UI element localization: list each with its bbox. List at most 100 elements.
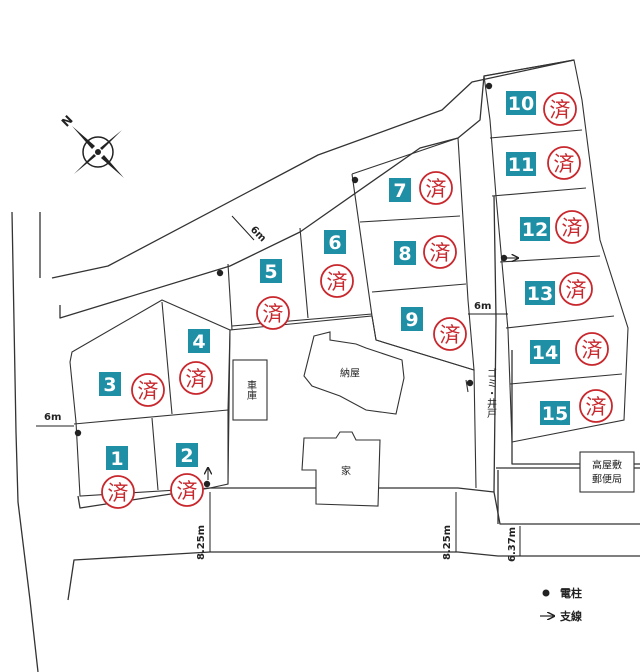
south-road-right-width: 6.37m (507, 527, 518, 562)
compass-icon: N (59, 113, 124, 178)
legend-guy-wire: 支線 (559, 609, 582, 623)
lot-line-5-bottom (231, 313, 373, 327)
lot-number: 3 (103, 374, 116, 396)
lot-number: 11 (508, 154, 534, 176)
lot-number: 6 (328, 232, 341, 254)
sold-stamp-text: 済 (566, 278, 587, 302)
storehouse-label: 納屋 (340, 367, 360, 380)
lot-number-badge: 13 (525, 281, 555, 305)
utility-pole (216, 269, 224, 277)
lot-line-1-2 (151, 417, 159, 491)
lot-number: 15 (542, 403, 568, 425)
lot-line-10-11 (489, 129, 583, 139)
sold-stamp: 済 (433, 317, 467, 351)
south-road-lower-edge (67, 551, 640, 601)
central-plot-outline (227, 315, 477, 489)
lot-line-3-1 (73, 409, 229, 425)
lot-number-badge: 11 (506, 152, 536, 176)
garbage-well-marker (465, 379, 469, 393)
lot-number-badge: 6 (324, 230, 346, 254)
utility-poles (74, 82, 508, 488)
lot-number-badge: 15 (540, 401, 570, 425)
sold-stamp-text: 済 (550, 98, 571, 122)
legend: 電柱 支線 (540, 586, 582, 623)
south-road-mid-width: 8.25m (442, 525, 453, 560)
lot-number-badge: 2 (176, 443, 198, 467)
sold-stamp: 済 (170, 473, 204, 507)
buildings: 車庫 納屋 家 高屋敷 郵便局 ゴミ・井戸 (232, 331, 635, 507)
sold-stamp: 済 (547, 146, 581, 180)
lot-number-badge: 9 (401, 307, 423, 331)
lot-number-badge: 14 (530, 340, 560, 364)
lot-line-6-7 (351, 173, 373, 317)
lot-number-badge: 4 (188, 329, 210, 353)
lot-number-badge: 3 (99, 372, 121, 396)
sold-stamp-text: 済 (186, 367, 207, 391)
sold-stamp-text: 済 (177, 479, 198, 503)
sold-stamp: 済 (419, 171, 453, 205)
lot-number: 14 (532, 342, 558, 364)
sold-stamp: 済 (256, 296, 290, 330)
sold-stamp-text: 済 (582, 338, 603, 362)
sold-stamp-text: 済 (426, 177, 447, 201)
lot-line-13-14 (505, 315, 615, 329)
sold-stamp-text: 済 (562, 216, 583, 240)
legend-utility-pole: 電柱 (560, 586, 582, 600)
east-road-width: 6m (474, 301, 491, 312)
garbage-well-label: ゴミ・井戸 (485, 367, 497, 419)
lot-number: 1 (110, 448, 123, 470)
lot-number-badge: 8 (394, 241, 416, 265)
sold-stamp-text: 済 (586, 395, 607, 419)
lot-line-3-4 (161, 301, 173, 415)
sold-stamp: 済 (579, 389, 613, 423)
utility-pole-legend-icon (542, 589, 550, 597)
lot-line-4-5 (227, 263, 233, 331)
house (301, 431, 381, 507)
lot-number-badge: 12 (520, 217, 550, 241)
sold-stamp-text: 済 (138, 379, 159, 403)
north-road-width: 6m (248, 224, 268, 244)
sold-stamp-text: 済 (430, 241, 451, 265)
lot-number: 5 (264, 261, 277, 283)
lot-line-11-12 (491, 187, 587, 197)
south-road-upper-edge (77, 487, 640, 525)
utility-pole (203, 480, 211, 488)
lot-number-badge: 10 (506, 91, 536, 115)
east-lots-outline (483, 59, 629, 443)
lot-number-badge: 5 (260, 259, 282, 283)
lot-line-8-9 (371, 283, 467, 293)
lot-lines (69, 59, 629, 497)
sold-stamp: 済 (555, 210, 589, 244)
sold-stamp: 済 (575, 332, 609, 366)
lot-number: 13 (527, 283, 553, 305)
west-road-outer-edge (11, 211, 39, 672)
lot-line-5-6 (299, 227, 309, 319)
lot-number: 8 (398, 243, 411, 265)
storehouse (303, 331, 405, 415)
sold-stamp-text: 済 (327, 270, 348, 294)
sold-stamp-text: 済 (440, 323, 461, 347)
lot-number-badge: 1 (106, 446, 128, 470)
sold-stamp: 済 (131, 373, 165, 407)
lot-number: 4 (192, 331, 205, 353)
west-road-width: 6m (44, 412, 61, 423)
south-road-left-width: 8.25m (196, 525, 207, 560)
post-office (579, 451, 635, 493)
lot-number: 10 (508, 93, 534, 115)
sold-stamp-text: 済 (263, 302, 284, 326)
lot-line-12-13 (499, 255, 601, 263)
garage (232, 359, 268, 421)
sold-stamp: 済 (543, 92, 577, 126)
north-road-dim-line (231, 215, 255, 241)
lot-line-7-8 (359, 215, 461, 223)
sold-stamp: 済 (423, 235, 457, 269)
garage-label: 車庫 (245, 379, 257, 401)
lot-number: 2 (180, 445, 193, 467)
road-lines (11, 59, 640, 672)
lot-number-badge: 7 (389, 178, 411, 202)
utility-pole (466, 379, 474, 387)
utility-pole (500, 254, 508, 262)
lot-number: 7 (393, 180, 406, 202)
